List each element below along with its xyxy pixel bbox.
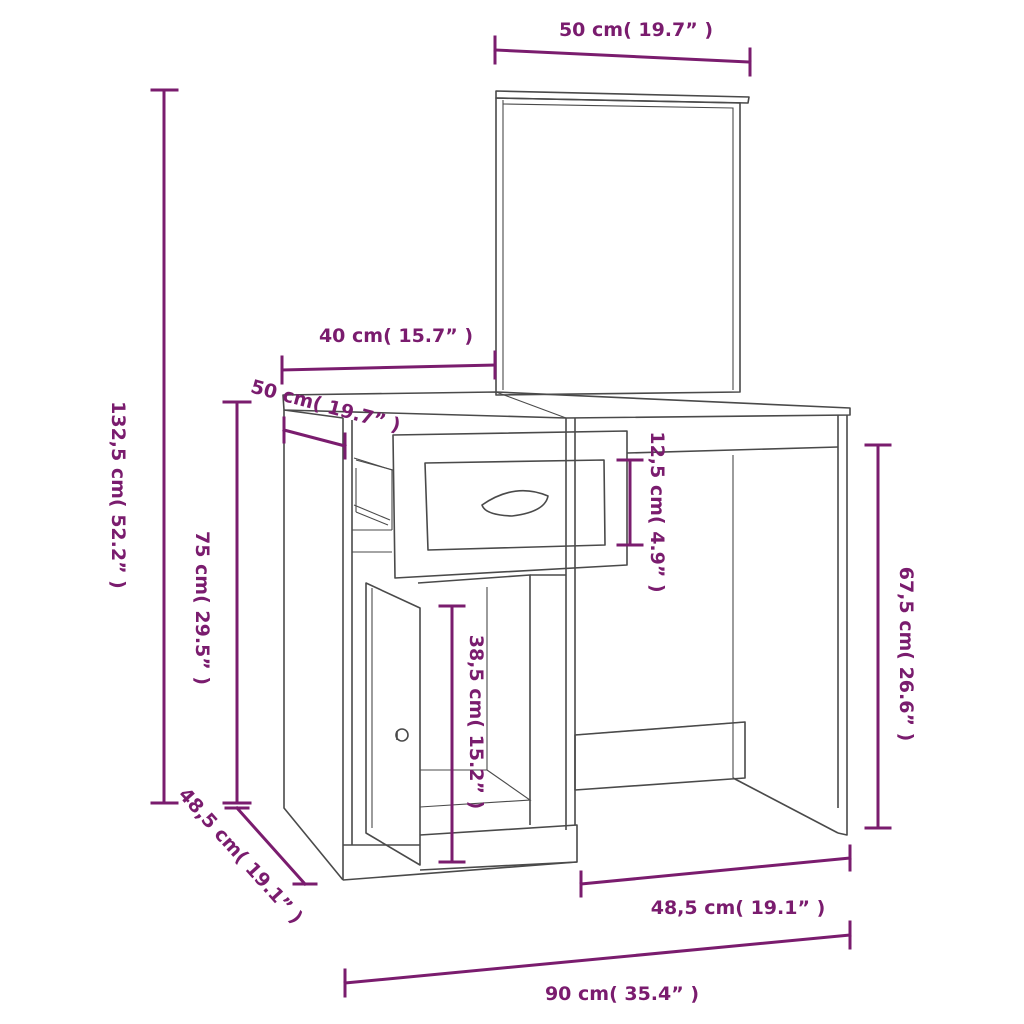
label-table-height: 75 cm( 29.5” )	[191, 531, 213, 685]
dim-drawer-width	[280, 350, 497, 385]
label-mirror-width: 50 cm( 19.7” )	[559, 19, 713, 41]
label-drawer-width: 40 cm( 15.7” )	[319, 325, 473, 347]
label-cabinet-height: 38,5 cm( 15.2” )	[465, 635, 487, 810]
left-cabinet	[283, 409, 393, 881]
label-knee-height: 67,5 cm( 26.6” )	[895, 567, 917, 742]
right-leg-panel	[574, 415, 848, 836]
dim-mirror-width	[493, 35, 752, 77]
dimension-labels: 50 cm( 19.7” ) 132,5 cm( 52.2” ) 40 cm( …	[107, 19, 917, 1005]
dim-table-height	[222, 400, 252, 805]
dim-knee-height	[864, 443, 892, 830]
label-side-depth: 48,5 cm( 19.1” )	[174, 784, 307, 928]
label-drawer-height: 12,5 cm( 4.9” )	[646, 431, 668, 592]
cabinet-interior	[342, 574, 578, 881]
dim-cabinet-height	[438, 604, 466, 864]
cabinet-door	[365, 582, 421, 866]
center-divider	[530, 418, 576, 830]
dim-leg-width	[579, 844, 852, 898]
dim-top-depth	[282, 416, 347, 460]
dim-total-width	[343, 920, 852, 998]
dressing-table-drawing	[282, 90, 851, 881]
label-total-width: 90 cm( 35.4” )	[545, 983, 699, 1005]
label-top-depth: 50 cm( 19.7” )	[248, 376, 403, 437]
dimension-lines	[150, 35, 892, 998]
drawer	[355, 430, 628, 579]
label-total-height: 132,5 cm( 52.2” )	[107, 401, 129, 589]
dim-drawer-height	[616, 458, 644, 547]
label-leg-width: 48,5 cm( 19.1” )	[651, 897, 826, 919]
dim-side-depth	[224, 805, 318, 887]
dim-total-height	[150, 88, 179, 805]
mirror	[495, 90, 750, 396]
